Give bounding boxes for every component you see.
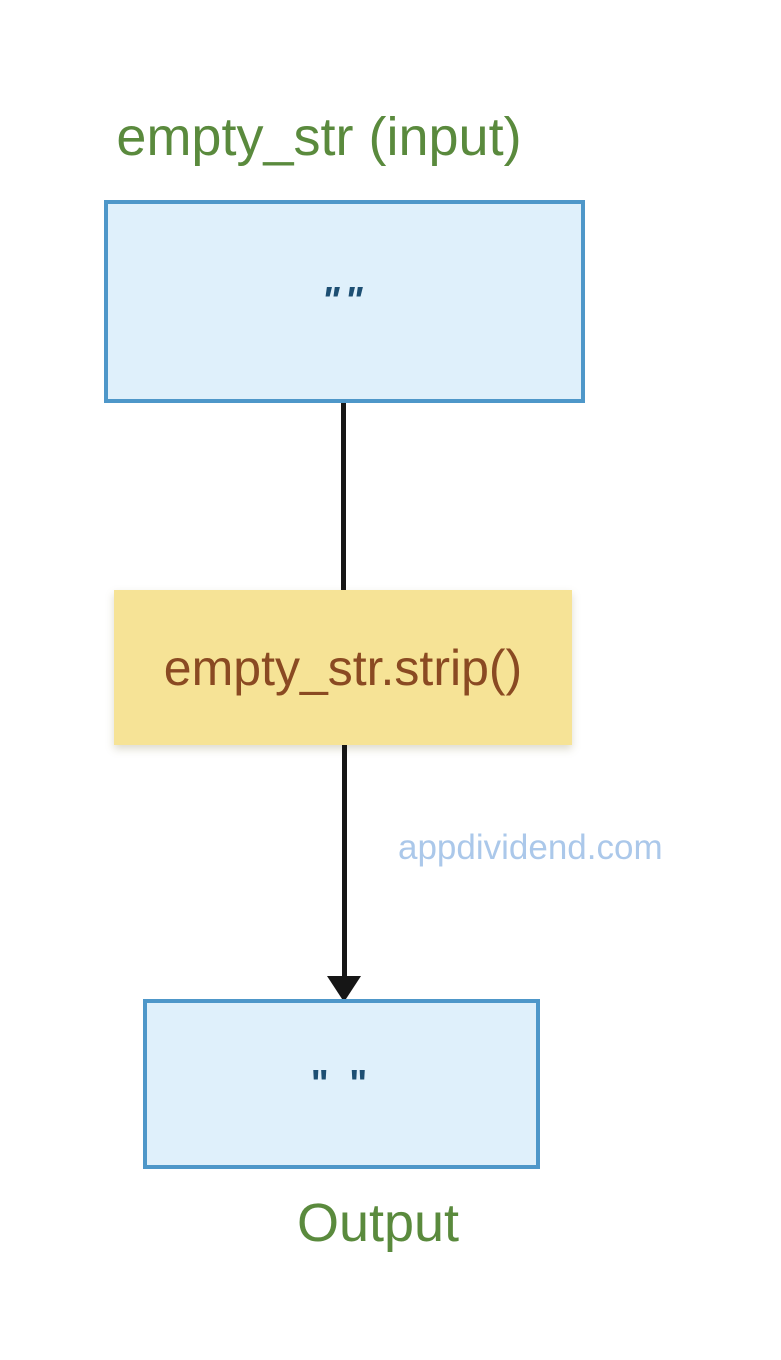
connector-operation-to-output [342,745,347,978]
input-variable-title: empty_str (input) [116,107,522,167]
input-value-text: "" [321,280,368,322]
output-value-box: " " [143,999,540,1169]
input-value-box: "" [104,200,585,403]
arrow-down-icon [327,976,361,1002]
watermark-text: appdividend.com [398,828,663,867]
connector-input-to-operation [341,403,346,590]
operation-box: empty_str.strip() [114,590,572,745]
output-value-text: " " [310,1062,373,1105]
output-label: Output [296,1193,460,1253]
operation-label: empty_str.strip() [163,639,523,696]
